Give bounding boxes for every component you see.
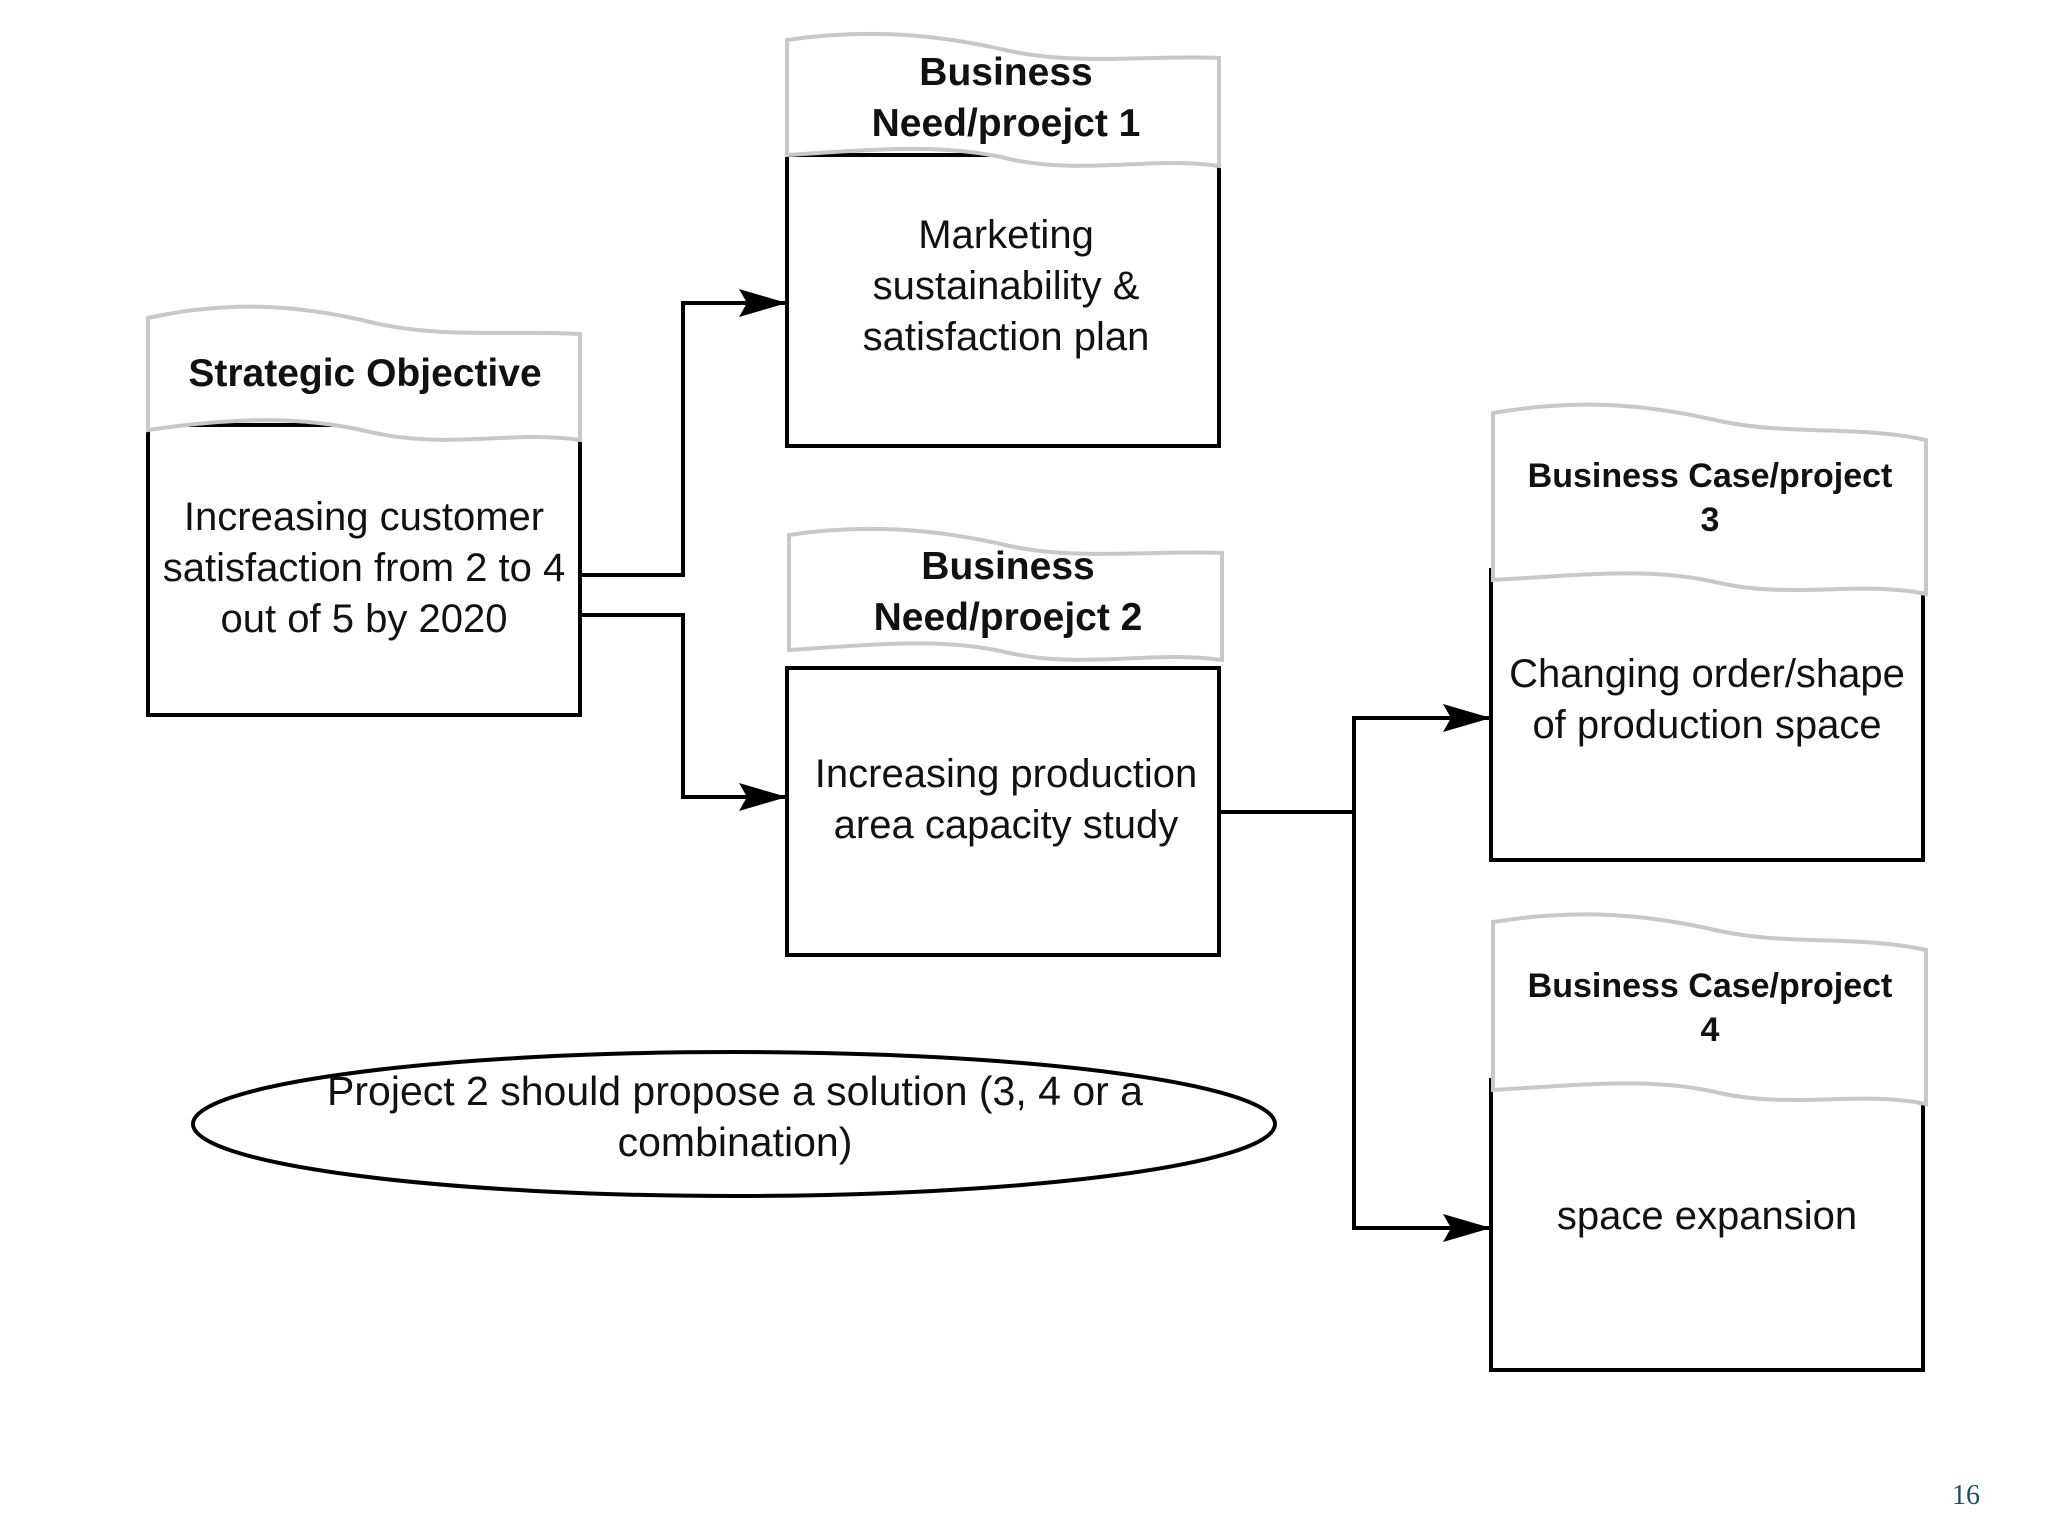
arrow-project2-to-project3	[1352, 704, 1491, 812]
arrow-strategic-to-project2	[580, 613, 787, 811]
project2-title: Business Need/proejct 2	[873, 545, 1143, 639]
project4-header-banner	[1491, 912, 1928, 1107]
arrow-project2-to-project4	[1352, 812, 1491, 1242]
strategic-objective-node	[146, 304, 582, 717]
project4-text: space expansion	[1556, 1193, 1858, 1238]
project4-node	[1489, 912, 1928, 1372]
project1-title: Business Need/proejct 1	[871, 51, 1141, 145]
project2-header-banner	[787, 526, 1224, 663]
project3-text: Changing order/shape of production space	[1509, 652, 1905, 747]
project1-header-banner	[785, 31, 1221, 169]
project1-body-frame	[785, 153, 1221, 448]
project3-node	[1489, 402, 1928, 862]
project1-text: Marketing sustainability & satisfaction …	[862, 212, 1150, 359]
project3-body-frame	[1489, 568, 1925, 862]
strategic-objective-body-frame	[146, 423, 582, 717]
project4-title: Business Case/project 4	[1527, 967, 1893, 1049]
strategic-objective-text: Increasing customer satisfaction from 2 …	[162, 494, 566, 641]
project4-body-frame	[1489, 1078, 1925, 1372]
arrow-strategic-to-project1	[580, 289, 787, 577]
note-text: Project 2 should propose a solution (3, …	[327, 1068, 1143, 1165]
project3-title: Business Case/project 3	[1527, 457, 1893, 539]
strategic-objective-title: Strategic Objective	[188, 352, 542, 395]
project3-header-banner	[1491, 402, 1928, 597]
project2-text: Increasing production area capacity stud…	[814, 752, 1198, 847]
note-ellipse	[191, 1050, 1277, 1198]
connectors	[580, 289, 1491, 1242]
page-number: 16	[1952, 1480, 1980, 1511]
project1-node	[785, 31, 1221, 448]
strategic-objective-header-banner	[146, 304, 582, 443]
